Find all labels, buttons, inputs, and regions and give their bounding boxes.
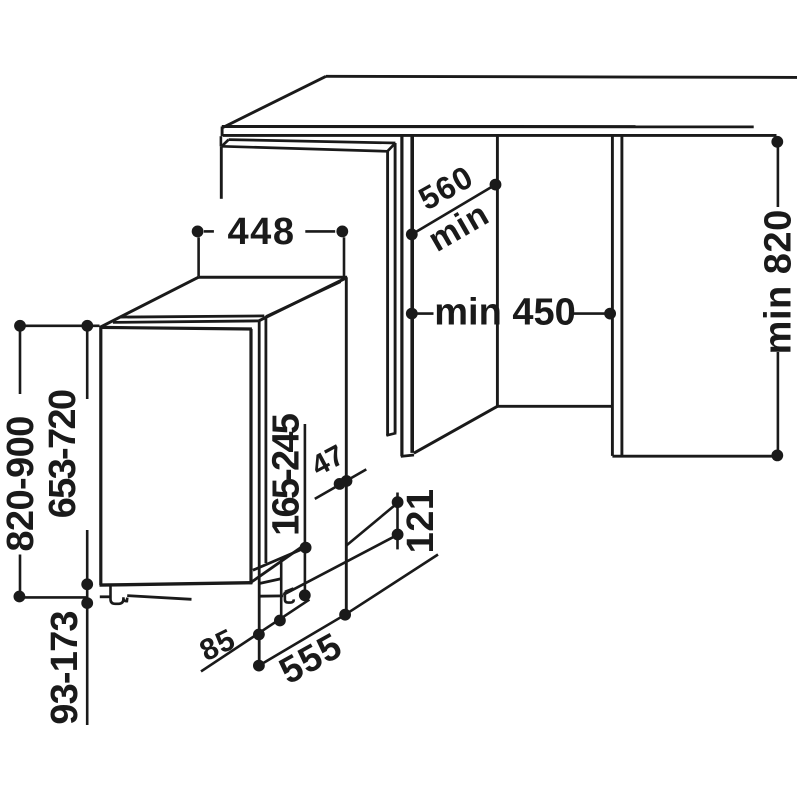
svg-text:448: 448: [228, 211, 296, 253]
svg-text:820-900: 820-900: [0, 416, 42, 551]
svg-text:121: 121: [400, 488, 442, 553]
svg-text:min 820: min 820: [758, 209, 800, 354]
svg-text:min 450: min 450: [434, 292, 576, 334]
svg-text:93-173: 93-173: [44, 611, 86, 725]
svg-text:653-720: 653-720: [42, 390, 84, 518]
svg-text:165-245: 165-245: [265, 413, 307, 536]
